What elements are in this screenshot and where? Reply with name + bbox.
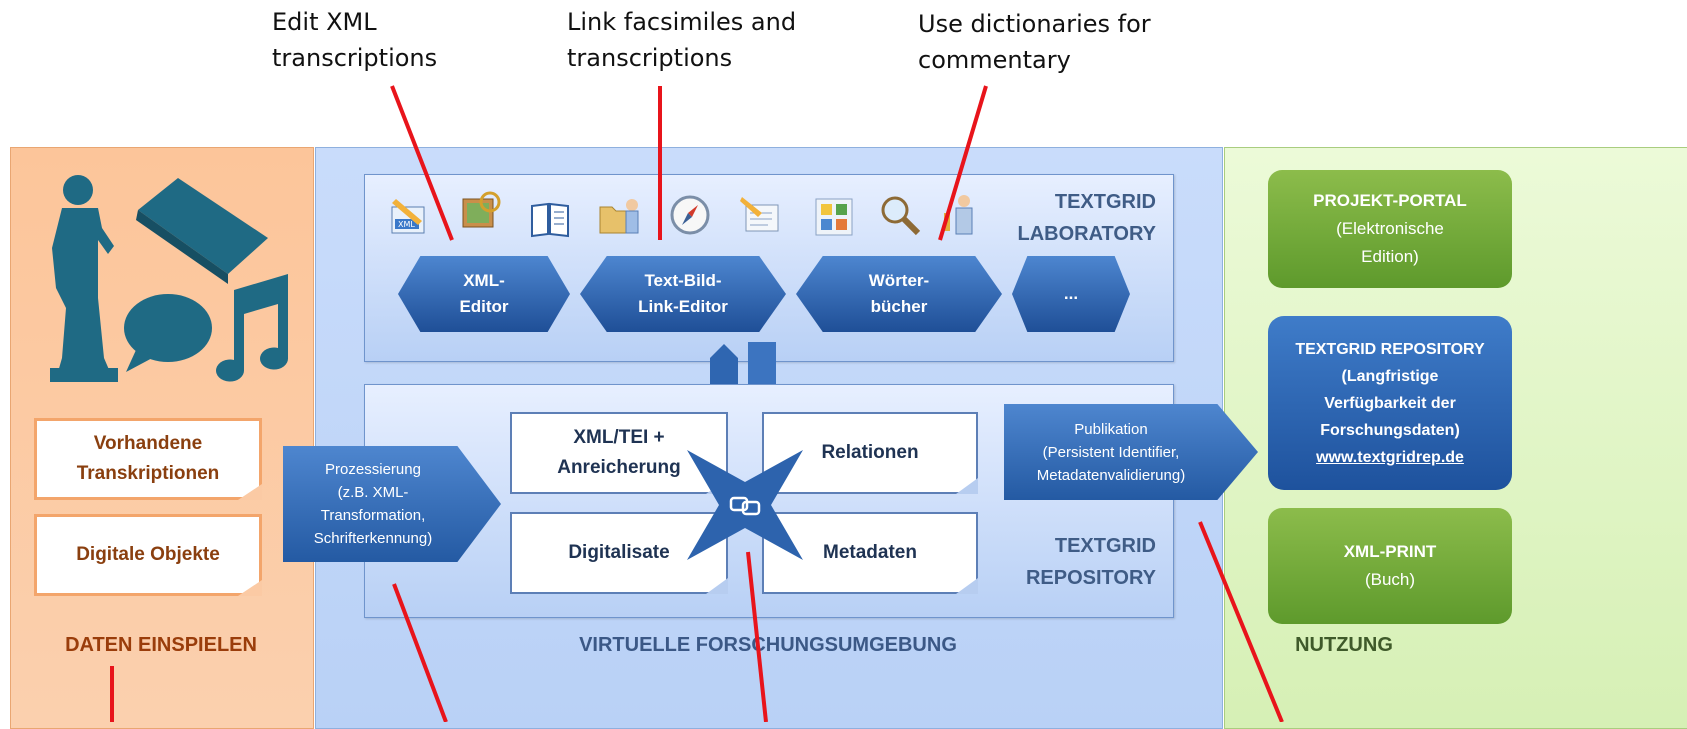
text-bild-link-editor-button[interactable]: Text-Bild- Link-Editor <box>580 256 786 332</box>
xml-editor-icon[interactable]: XML <box>386 193 430 237</box>
xml-tei-anreicherung-note: XML/TEI + Anreicherung <box>510 412 728 494</box>
laboratory-title: TEXTGRID LABORATORY <box>1017 191 1156 245</box>
annotation-link-facsimiles: Link facsimiles and transcriptions <box>567 8 797 72</box>
statue-icon <box>50 175 118 382</box>
book-icon <box>136 178 268 284</box>
annotation-edit-xml: Edit XML transcriptions <box>272 8 438 72</box>
line-use-dictionaries <box>938 85 988 241</box>
line-publikation <box>1198 521 1284 722</box>
compass-icon[interactable] <box>668 193 712 237</box>
folder-person-icon[interactable] <box>598 193 642 237</box>
projekt-portal-button[interactable]: PROJEKT-PORTAL (Elektronische Edition) <box>1268 170 1512 288</box>
grid-icon[interactable] <box>812 195 856 239</box>
xml-print-subtitle: (Buch) <box>1364 570 1416 589</box>
label-virtuelle-forschungsumgebung: VIRTUELLE FORSCHUNGSUMGEBUNG <box>579 634 957 656</box>
relationen-note: Relationen <box>762 412 978 494</box>
more-tools-button[interactable]: ... <box>1012 256 1130 332</box>
link-hub-icon <box>687 450 803 560</box>
line-prozessierung <box>392 583 448 722</box>
textgrid-repository-title: TEXTGRID REPOSITORY <box>1295 340 1485 358</box>
xml-editor-button[interactable]: XML- Editor <box>398 256 570 332</box>
textgrid-repository-subtitle: (Langfristige Verfügbarkeit der Forschun… <box>1320 367 1460 439</box>
textgrid-repository-button[interactable]: TEXTGRID REPOSITORY (Langfristige Verfüg… <box>1268 316 1512 490</box>
xml-print-title: XML-PRINT <box>1343 542 1437 561</box>
note-digitale-objekte: Digitale Objekte <box>34 514 262 596</box>
prozessierung-arrow: Prozessierung (z.B. XML- Transformation,… <box>283 446 501 562</box>
woerterbuecher-button[interactable]: Wörter- bücher <box>796 256 1002 332</box>
svg-text:XML: XML <box>398 220 415 229</box>
repository-title: TEXTGRID REPOSITORY <box>1025 535 1156 589</box>
speech-bubble-icon <box>124 294 212 372</box>
data-sources-illustration <box>50 175 289 382</box>
textgridrep-link[interactable]: www.textgridrep.de <box>1316 448 1464 466</box>
projekt-portal-subtitle: (Elektronische Edition) <box>1336 219 1444 266</box>
note-vorhandene-transkriptionen: Vorhandene Transkriptionen <box>34 418 262 500</box>
line-edit-xml <box>390 85 454 241</box>
music-note-icon <box>216 274 289 382</box>
image-link-icon[interactable] <box>458 190 502 234</box>
projekt-portal-title: PROJEKT-PORTAL <box>1313 191 1467 210</box>
annotation-use-dictionaries: Use dictionaries for commentary <box>918 10 1151 74</box>
publikation-arrow: Publikation (Persistent Identifier, Meta… <box>1004 404 1258 500</box>
line-link-hub <box>746 551 768 722</box>
magnifier-icon[interactable] <box>878 193 922 237</box>
xml-print-button[interactable]: XML-PRINT (Buch) <box>1268 508 1512 624</box>
document-icon[interactable] <box>738 193 782 237</box>
label-daten-einspielen: DATEN EINSPIELEN <box>65 634 257 656</box>
book-icon-small[interactable] <box>528 196 572 240</box>
label-nutzung: NUTZUNG <box>1295 634 1393 656</box>
